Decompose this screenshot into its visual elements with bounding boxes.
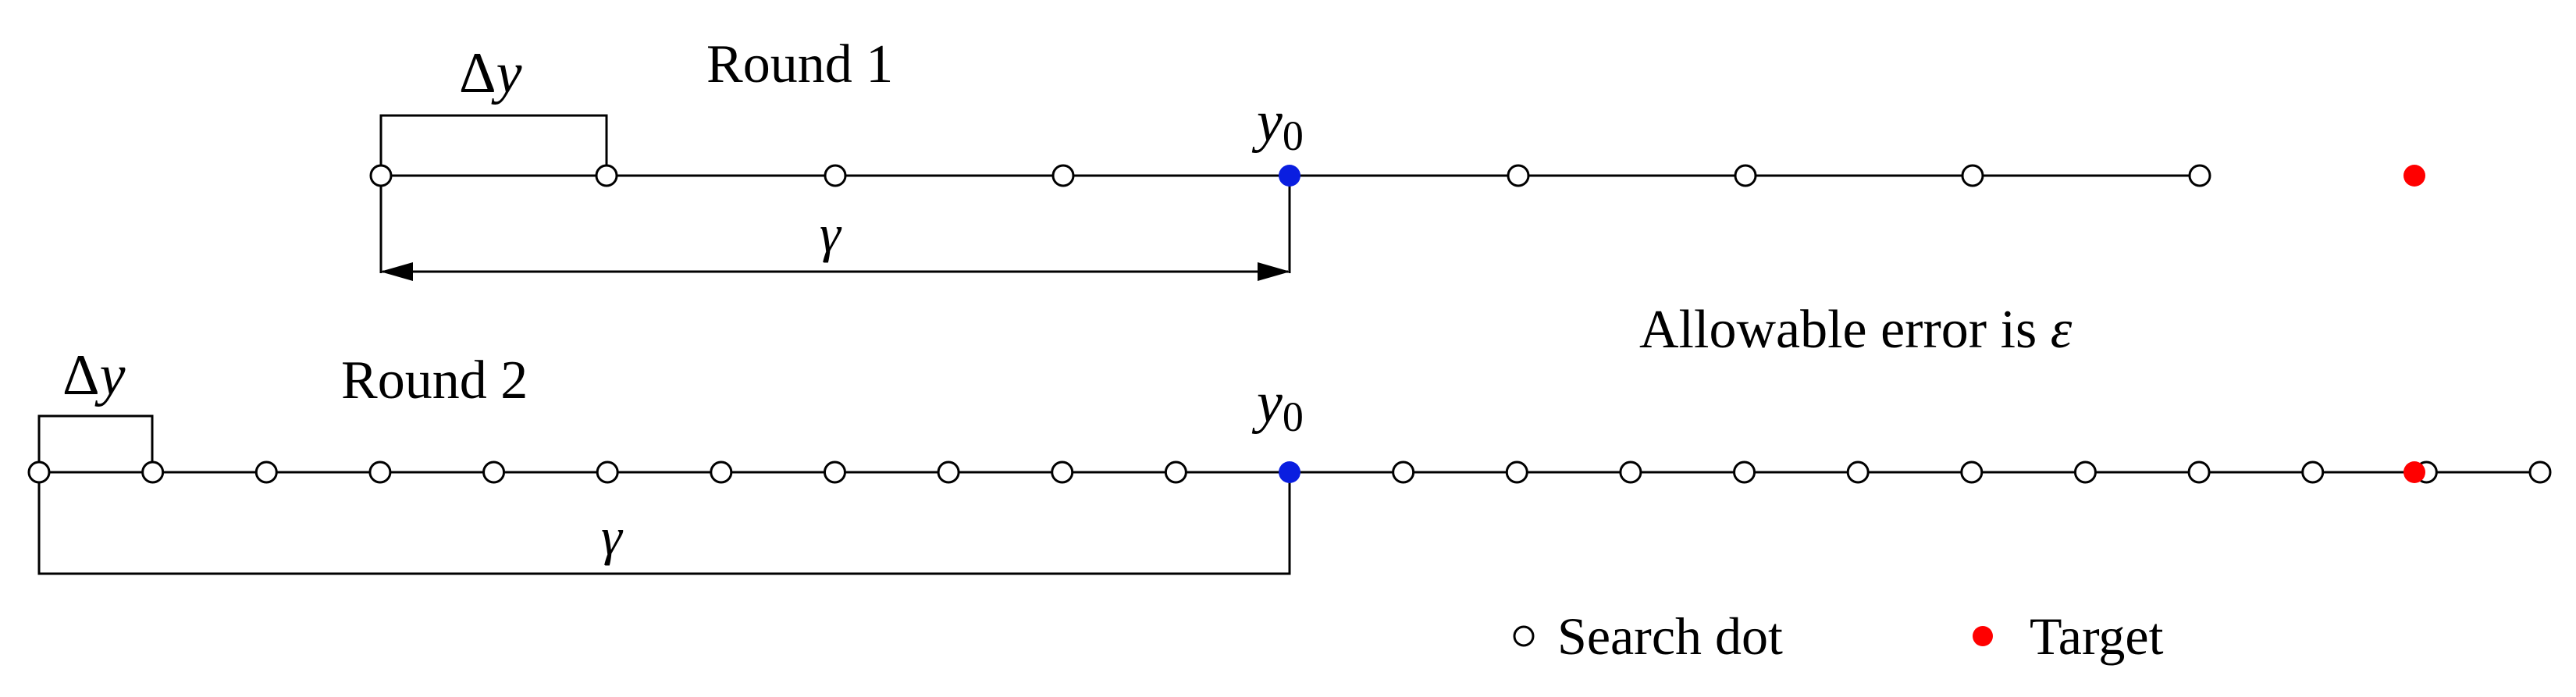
legend: Search dot Target [1513, 606, 2164, 666]
round-2-search-dot [1164, 461, 1187, 484]
round-2-span-bracket [37, 472, 1291, 575]
round-1-step-label: Δy [459, 41, 522, 105]
round-2-search-dot [937, 461, 960, 484]
round-2-search-dot [1392, 461, 1415, 484]
round-2-dots [27, 461, 2552, 484]
round-1-center-dot [1279, 165, 1300, 187]
round-1-search-dot [2188, 164, 2211, 187]
round-2-search-dot [1846, 461, 1870, 484]
round-2-search-dot [823, 461, 846, 484]
round-2-step-label: Δy [62, 343, 126, 407]
round-2-search-dot [1619, 461, 1642, 484]
round-2-search-dot [2301, 461, 2325, 484]
round-2-search-dot [254, 461, 278, 484]
round-2-step-bracket [37, 414, 154, 472]
round-2-center-dot [1279, 461, 1300, 483]
round-2-center-label: y0 [1251, 371, 1304, 440]
round-2-search-dot [2187, 461, 2211, 484]
round-1-search-dot [369, 164, 393, 187]
round-2-search-dot [1733, 461, 1756, 484]
round-2-search-dot [1051, 461, 1074, 484]
legend-target-label: Target [2030, 606, 2164, 666]
round-2-search-dot [368, 461, 392, 484]
round-2-target-dot [2403, 461, 2425, 483]
round-2-search-dot [710, 461, 733, 484]
round-2-search-dot [1960, 461, 1984, 484]
round-1-target-dot [2403, 165, 2425, 187]
round-2-search-dot [141, 461, 165, 484]
round-1-search-dot [1051, 164, 1075, 187]
round-1-step-bracket [379, 114, 608, 176]
legend-search-dot-icon [1513, 625, 1535, 647]
round-1-search-dot [1734, 164, 1757, 187]
round-1-search-dot [1507, 164, 1530, 187]
round-1-search-dot [824, 164, 847, 187]
allowable-error-annotation: Allowable error is ε [1639, 300, 2073, 360]
round-2-search-dot [2528, 461, 2552, 484]
round-2-search-dot [596, 461, 619, 484]
round-1: Round 1 Δy γ y0 [369, 34, 2425, 281]
round-1-search-dot [595, 164, 618, 187]
round-2-search-dot [482, 461, 506, 484]
round-1-title: Round 1 [706, 34, 893, 94]
round-1-center-label: y0 [1251, 90, 1304, 159]
round-2-search-dot [27, 461, 51, 484]
round-2: Round 2 Δy γ y0 [27, 343, 2552, 575]
round-1-span-label: γ [820, 204, 842, 263]
round-2-title: Round 2 [341, 350, 528, 411]
round-2-search-dot [2073, 461, 2097, 484]
legend-target-icon [1973, 626, 1993, 646]
round-1-search-dot [1961, 164, 1984, 187]
round-2-span-label: γ [601, 507, 624, 566]
legend-search-dot-label: Search dot [1557, 606, 1783, 666]
round-2-search-dot [1505, 461, 1528, 484]
